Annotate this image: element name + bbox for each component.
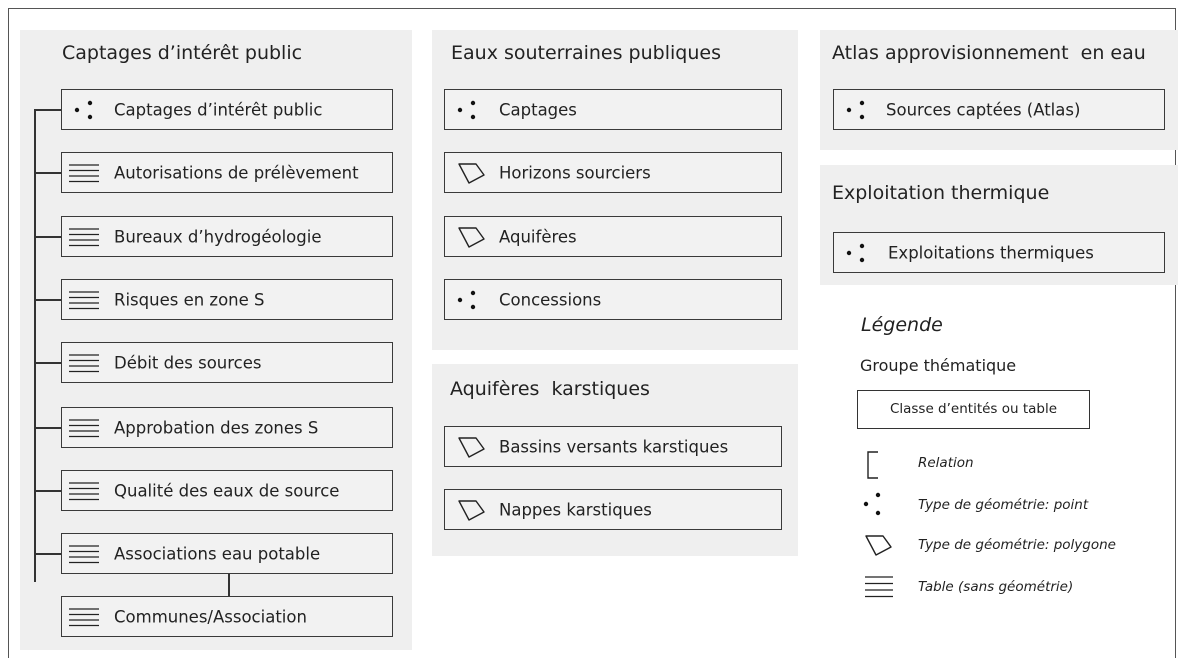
entity-aquiferes[interactable]: Aquifères: [444, 216, 782, 257]
entity-nappes-karstiques[interactable]: Nappes karstiques: [444, 489, 782, 530]
group-thermique-title: Exploitation thermique: [832, 182, 1050, 204]
entity-label: Qualité des eaux de source: [114, 481, 340, 500]
relation-line: [34, 299, 61, 301]
polygon-geometry-icon: [458, 500, 485, 521]
relation-line: [34, 109, 36, 582]
legend-group-label: Groupe thématique: [860, 356, 1017, 375]
diagram-frame: [8, 8, 1176, 658]
entity-concessions[interactable]: Concessions: [444, 279, 782, 320]
polygon-geometry-icon: [865, 535, 892, 556]
entity-label: Concessions: [499, 290, 602, 309]
relation-icon: [867, 451, 878, 479]
relation-line: [34, 109, 61, 111]
entity-label: Exploitations thermiques: [888, 243, 1094, 262]
table-icon: [69, 608, 99, 627]
relation-line: [228, 574, 230, 596]
table-icon: [69, 228, 99, 247]
entity-label: Bassins versants karstiques: [499, 437, 729, 456]
entity-qualite-eaux-source[interactable]: Qualité des eaux de source: [61, 470, 393, 511]
legend-polygon: Type de géométrie: polygone: [918, 537, 1116, 553]
entity-bureaux-hydrogeologie[interactable]: Bureaux d’hydrogéologie: [61, 216, 393, 257]
entity-horizons-sourciers[interactable]: Horizons sourciers: [444, 152, 782, 193]
entity-label: Captages d’intérêt public: [114, 100, 323, 119]
table-icon: [69, 354, 99, 373]
legend-class-box: Classe d’entités ou table: [857, 390, 1090, 429]
polygon-geometry-icon: [458, 163, 485, 184]
table-icon: [69, 291, 99, 310]
entity-label: Approbation des zones S: [114, 418, 319, 437]
group-atlas-title: Atlas approvisionnement en eau: [832, 42, 1146, 64]
relation-line: [34, 553, 61, 555]
entity-label: Risques en zone S: [114, 290, 265, 309]
entity-label: Communes/Association: [114, 607, 307, 626]
entity-approbation-zones-s[interactable]: Approbation des zones S: [61, 407, 393, 448]
entity-bassins-versants-karstiques[interactable]: Bassins versants karstiques: [444, 426, 782, 467]
point-geometry-icon: [846, 100, 865, 120]
entity-label: Nappes karstiques: [499, 500, 652, 519]
entity-communes-association[interactable]: Communes/Association: [61, 596, 393, 637]
relation-line: [34, 427, 61, 429]
group-captages-title: Captages d’intérêt public: [62, 42, 303, 64]
group-eaux-title: Eaux souterraines publiques: [451, 42, 721, 64]
entity-label: Bureaux d’hydrogéologie: [114, 227, 322, 246]
polygon-geometry-icon: [458, 227, 485, 248]
group-karst-title: Aquifères karstiques: [450, 378, 650, 400]
relation-line: [34, 172, 61, 174]
point-geometry-icon: [457, 290, 476, 310]
relation-line: [34, 490, 61, 492]
point-geometry-icon: [863, 492, 881, 516]
point-geometry-icon: [74, 100, 93, 120]
entity-label: Aquifères: [499, 227, 577, 246]
legend-relation: Relation: [918, 455, 974, 471]
entity-risques-zone-s[interactable]: Risques en zone S: [61, 279, 393, 320]
point-geometry-icon: [457, 100, 476, 120]
entity-label: Associations eau potable: [114, 544, 321, 563]
table-icon: [69, 545, 99, 564]
table-icon: [69, 482, 99, 501]
table-icon: [69, 164, 99, 183]
entity-debit-sources[interactable]: Débit des sources: [61, 342, 393, 383]
entity-captages-interet-public[interactable]: Captages d’intérêt public: [61, 89, 393, 130]
point-geometry-icon: [846, 243, 865, 263]
table-icon: [69, 419, 99, 438]
entity-associations-eau-potable[interactable]: Associations eau potable: [61, 533, 393, 574]
relation-line: [34, 236, 61, 238]
table-icon: [865, 576, 893, 598]
polygon-geometry-icon: [458, 437, 485, 458]
entity-label: Débit des sources: [114, 353, 262, 372]
legend-table: Table (sans géométrie): [918, 579, 1074, 595]
legend-point: Type de géométrie: point: [918, 497, 1089, 513]
entity-sources-captees-atlas[interactable]: Sources captées (Atlas): [833, 89, 1165, 130]
entity-label: Autorisations de prélèvement: [114, 163, 359, 182]
legend-title: Légende: [861, 314, 943, 336]
relation-line: [34, 362, 61, 364]
entity-label: Captages: [499, 100, 577, 119]
entity-label: Horizons sourciers: [499, 163, 651, 182]
entity-exploitations-thermiques[interactable]: Exploitations thermiques: [833, 232, 1165, 273]
entity-label: Sources captées (Atlas): [886, 100, 1081, 119]
entity-captages[interactable]: Captages: [444, 89, 782, 130]
entity-autorisations-prelevement[interactable]: Autorisations de prélèvement: [61, 152, 393, 193]
